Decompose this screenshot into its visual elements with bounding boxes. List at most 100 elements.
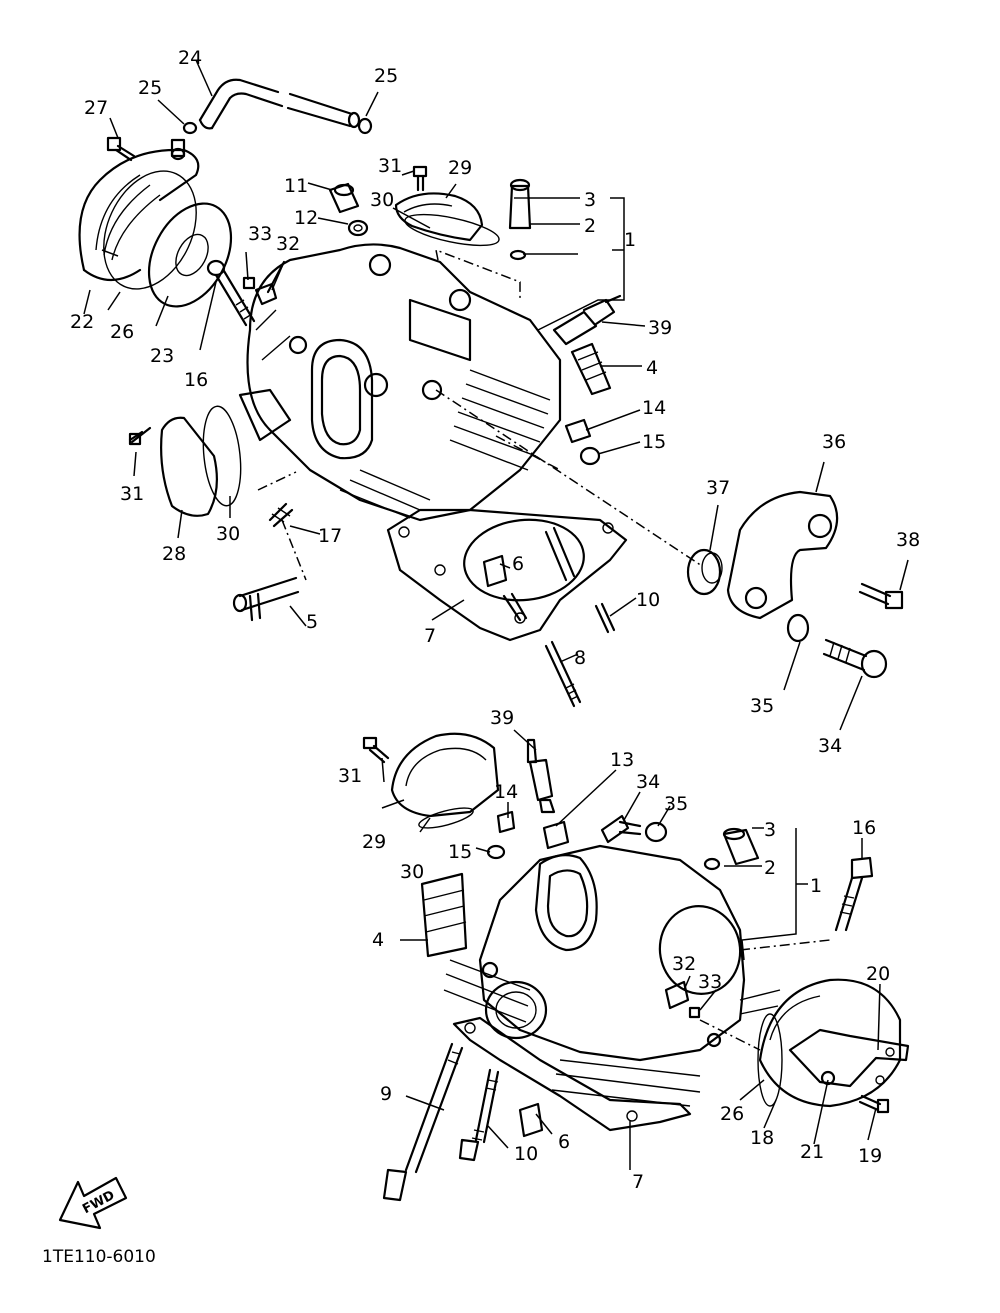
callout-32: 32 (672, 953, 696, 975)
forward-arrow: FWD (58, 1176, 128, 1230)
callout-11: 11 (284, 175, 308, 197)
callouts-lower: 39 13 34 35 14 31 29 15 30 3 2 1 16 4 32… (338, 707, 890, 1193)
callout-33: 33 (248, 223, 272, 245)
callout-15: 15 (642, 431, 666, 453)
callout-30: 30 (400, 861, 424, 883)
callout-14: 14 (642, 397, 666, 419)
bolt-38 (858, 582, 904, 610)
washer-35-upper (786, 613, 810, 643)
callout-13: 13 (610, 749, 634, 771)
cylinder-gasket-lower (452, 1016, 692, 1132)
stud-10-lower (458, 1068, 500, 1162)
callout-37: 37 (706, 477, 730, 499)
callout-32: 32 (276, 233, 300, 255)
diagram-code: 1TE110-6010 (42, 1247, 156, 1267)
callout-26: 26 (110, 321, 134, 343)
bolt-19 (858, 1094, 890, 1114)
callout-6: 6 (512, 553, 524, 575)
callout-12: 12 (294, 207, 318, 229)
upper-cylinder-head-group (78, 78, 904, 708)
callout-29: 29 (448, 157, 472, 179)
callout-14: 14 (494, 781, 518, 803)
callout-16: 16 (852, 817, 876, 839)
callout-23: 23 (150, 345, 174, 367)
valve-cap-and-washer (328, 182, 369, 237)
callout-18: 18 (750, 1127, 774, 1149)
callout-29: 29 (362, 831, 386, 853)
callout-27: 27 (84, 97, 108, 119)
callout-4: 4 (646, 357, 658, 379)
o-ring-top (404, 213, 500, 247)
oil-pipe (232, 576, 300, 622)
callout-28: 28 (162, 543, 186, 565)
callout-39: 39 (490, 707, 514, 729)
nut-and-washer-lower (486, 810, 516, 860)
cylinder-head-lower (443, 844, 781, 1107)
callout-20: 20 (866, 963, 890, 985)
callout-7: 7 (632, 1171, 644, 1193)
callout-30: 30 (216, 523, 240, 545)
callout-8: 8 (574, 647, 586, 669)
leader-lines (83, 59, 909, 1170)
callout-17: 17 (318, 525, 342, 547)
side-cover (78, 138, 200, 281)
callout-25: 25 (374, 65, 398, 87)
screw-21 (820, 1070, 836, 1086)
bracket-axis-line-lower (699, 1019, 761, 1051)
callout-24: 24 (178, 47, 202, 69)
dowel-pin (268, 502, 294, 528)
stud-bolt-lower (834, 856, 874, 932)
callout-26: 26 (720, 1103, 744, 1125)
screw-and-bracket-lower (664, 980, 701, 1019)
valve-stem-lower (420, 872, 468, 958)
callout-3: 3 (764, 819, 776, 841)
bolt-31-top (412, 165, 428, 192)
bracket-axis-line (435, 389, 703, 567)
nut-and-washer-upper (564, 418, 601, 466)
hose-clip (182, 117, 373, 135)
spark-plug-lower (526, 738, 556, 814)
callout-9: 9 (380, 1083, 392, 1105)
valve-guide (508, 178, 532, 261)
callout-39: 39 (648, 317, 672, 339)
guide-axis-line (434, 248, 521, 300)
stud-10-upper (502, 526, 616, 634)
callout-6: 6 (558, 1131, 570, 1153)
callout-30: 30 (370, 189, 394, 211)
callout-10: 10 (514, 1143, 538, 1165)
callout-7: 7 (424, 625, 436, 647)
callout-33: 33 (698, 971, 722, 993)
callout-22: 22 (70, 311, 94, 333)
collar (686, 548, 723, 596)
callout-2: 2 (764, 857, 776, 879)
callout-36: 36 (822, 431, 846, 453)
stud-9 (382, 1042, 464, 1202)
stud-bolt (206, 259, 256, 327)
head-axis-line (495, 435, 561, 471)
side-cover-lower (757, 978, 902, 1108)
engine-bracket (726, 490, 839, 620)
cylinder-head-upper (238, 243, 562, 522)
bolt-axis-line (739, 939, 831, 951)
breather-hose (198, 78, 361, 130)
o-ring (103, 170, 197, 290)
callout-19: 19 (858, 1145, 882, 1167)
callout-2: 2 (584, 215, 596, 237)
cylinder-gasket-upper (386, 508, 628, 642)
valve-stem-upper (570, 342, 612, 396)
callouts-upper: 24 25 25 27 11 12 31 29 30 3 2 1 33 32 3… (70, 47, 920, 757)
wire-bracket (788, 1028, 910, 1088)
callout-31: 31 (120, 483, 144, 505)
bolt-31-lower (362, 736, 390, 764)
callout-1: 1 (810, 875, 822, 897)
dowel-axis-line (257, 471, 297, 491)
lower-cylinder-head-group (362, 732, 910, 1202)
tappet-cover-lower (390, 732, 500, 829)
callout-3: 3 (584, 189, 596, 211)
callout-38: 38 (896, 529, 920, 551)
side-cover-28 (128, 405, 242, 517)
callout-15: 15 (448, 841, 472, 863)
callout-21: 21 (800, 1141, 824, 1163)
